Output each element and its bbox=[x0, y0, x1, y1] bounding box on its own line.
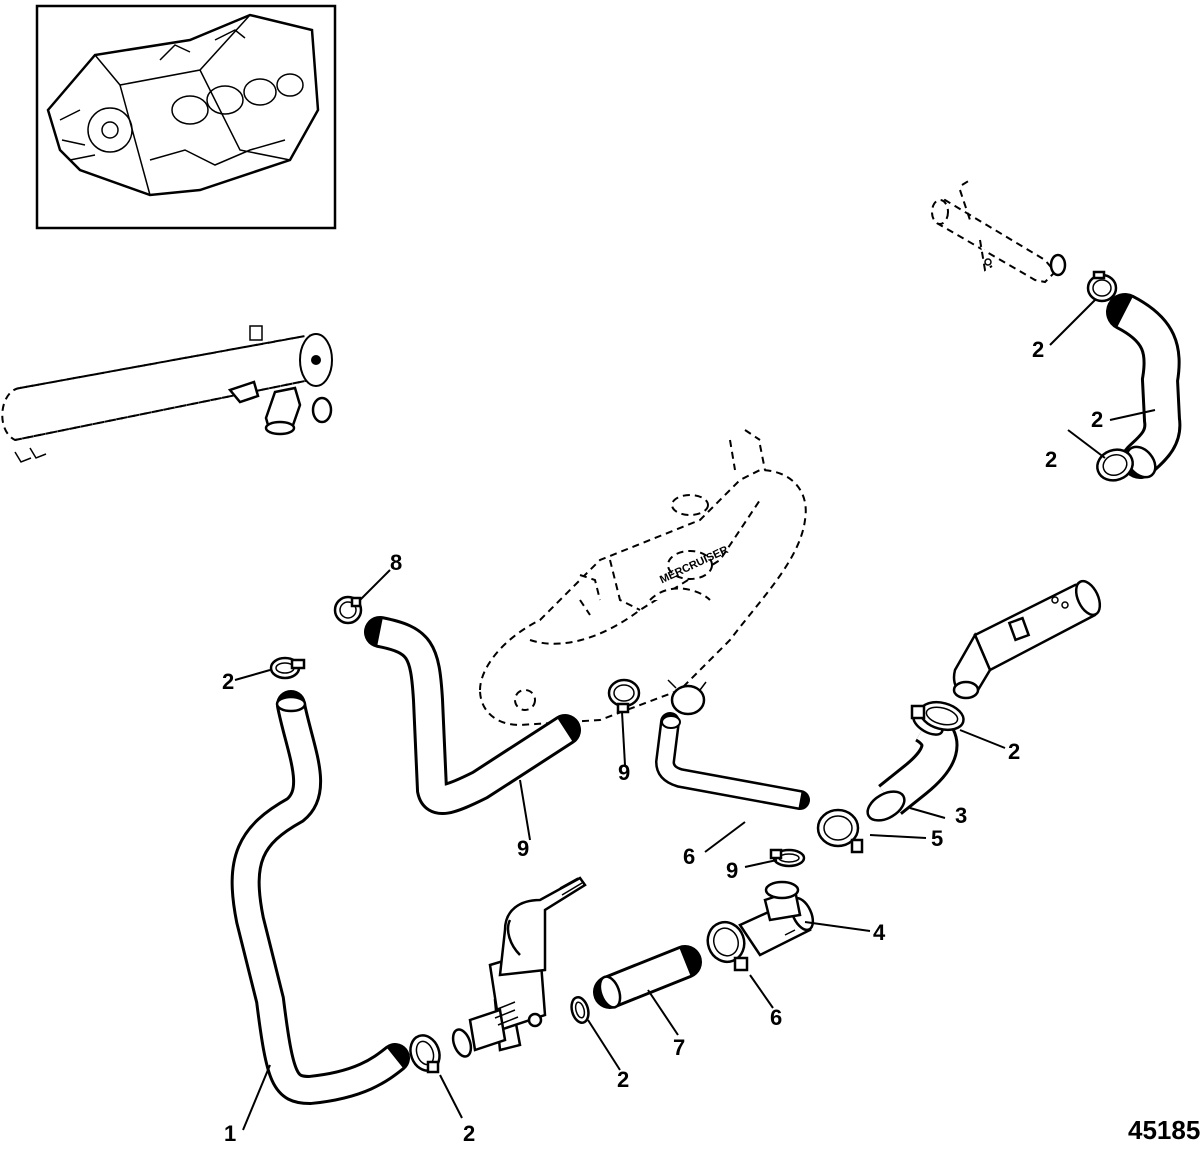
hose-7 bbox=[654, 712, 810, 810]
callout-7: 6 bbox=[683, 844, 695, 869]
hose-clamp-9c bbox=[769, 848, 806, 868]
callout-9: 8 bbox=[390, 550, 402, 575]
hose-8 bbox=[593, 945, 702, 1009]
heat-exchanger-dashed bbox=[931, 179, 1067, 284]
callout-1: 1 bbox=[224, 1121, 236, 1146]
hose-3 bbox=[1106, 293, 1182, 479]
hose-clamp-2f bbox=[409, 1034, 441, 1074]
clamps bbox=[269, 270, 1134, 1074]
callout-4: 3 bbox=[955, 803, 967, 828]
callout-9: 9 bbox=[726, 858, 738, 883]
callout-2: 2 bbox=[222, 669, 234, 694]
callout-2: 2 bbox=[463, 1121, 475, 1146]
figure-number: 45185 bbox=[1128, 1115, 1200, 1145]
callout-10: 9 bbox=[517, 836, 529, 861]
leader-lines bbox=[234, 299, 1156, 1131]
tee-fitting-5 bbox=[738, 880, 815, 957]
fuel-cooler bbox=[952, 579, 1102, 700]
hose-clamp-6b bbox=[706, 920, 749, 972]
hose-clamp-9b bbox=[607, 678, 641, 714]
port-exhaust-manifold-dashed bbox=[1, 325, 333, 463]
callout-3: 2 bbox=[1091, 407, 1103, 432]
callout-2: 2 bbox=[1045, 447, 1057, 472]
engine-block-inset bbox=[35, 4, 337, 230]
hose-clamp-2d bbox=[910, 700, 965, 732]
hose-clamp-2e bbox=[570, 996, 590, 1024]
callout-2: 2 bbox=[1008, 739, 1020, 764]
hose-10 bbox=[364, 616, 581, 815]
hose-1 bbox=[230, 690, 410, 1106]
callout-labels: 1 2 2 2 2 2 2 2 3 4 5 6 6 7 8 9 9 9 bbox=[222, 337, 1103, 1146]
hose-clamp-6a bbox=[816, 808, 864, 854]
hose-clamp-2c bbox=[1096, 448, 1134, 482]
callout-2: 2 bbox=[1032, 337, 1044, 362]
hose-clamp-2a bbox=[269, 656, 306, 680]
starboard-exhaust-manifold-dashed: MERCRUISER bbox=[478, 429, 807, 727]
hose-clamp-9a bbox=[333, 595, 363, 625]
callout-6: 5 bbox=[931, 826, 943, 851]
callout-6: 6 bbox=[770, 1005, 782, 1030]
callout-5: 4 bbox=[873, 920, 886, 945]
callout-2: 2 bbox=[617, 1067, 629, 1092]
thermostat-housing bbox=[451, 876, 587, 1058]
hose-clamp-2b bbox=[1086, 270, 1118, 303]
callout-8: 7 bbox=[673, 1035, 685, 1060]
callout-9: 9 bbox=[618, 760, 630, 785]
